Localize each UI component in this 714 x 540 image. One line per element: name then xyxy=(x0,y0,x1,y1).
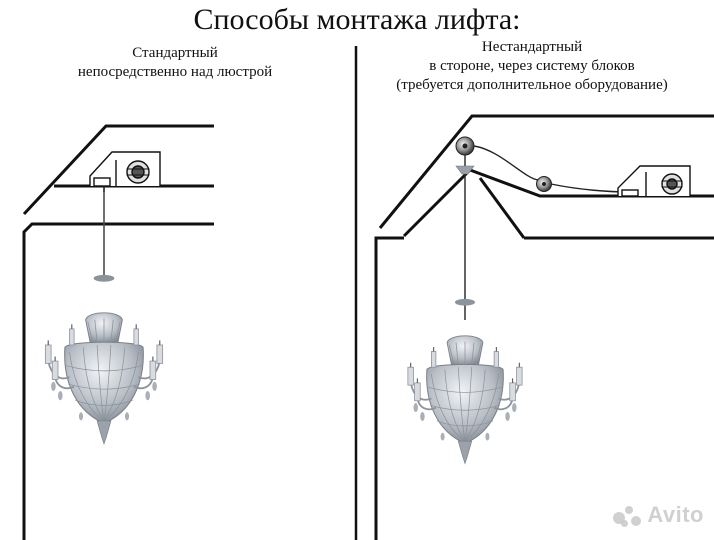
nonstandard-mounting-caption: Нестандартный в стороне, через систему б… xyxy=(350,38,714,95)
avito-logo-icon xyxy=(613,504,643,528)
standard-caption-line-2: непосредственно над люстрой xyxy=(77,64,273,80)
page-title: Способы монтажа лифта: xyxy=(193,3,521,36)
avito-watermark: Avito xyxy=(613,502,704,528)
chandelier-nonstandard xyxy=(406,297,524,465)
nonstandard-caption-line-1: Нестандартный xyxy=(481,39,583,55)
nonstandard-caption-line-2: в стороне, через систему блоков xyxy=(429,58,635,74)
watermark-text: Avito xyxy=(647,501,704,527)
standard-caption-line-1: Стандартный xyxy=(132,45,218,61)
chandelier-standard xyxy=(44,273,164,445)
winch-motor xyxy=(89,151,161,187)
pulley-cable xyxy=(464,145,631,320)
nonstandard-caption-line-3: (требуется дополнительное оборудование) xyxy=(396,77,668,93)
winch-motor-remote xyxy=(617,165,691,197)
standard-mounting-caption: Стандартный непосредственно над люстрой xyxy=(10,44,340,82)
